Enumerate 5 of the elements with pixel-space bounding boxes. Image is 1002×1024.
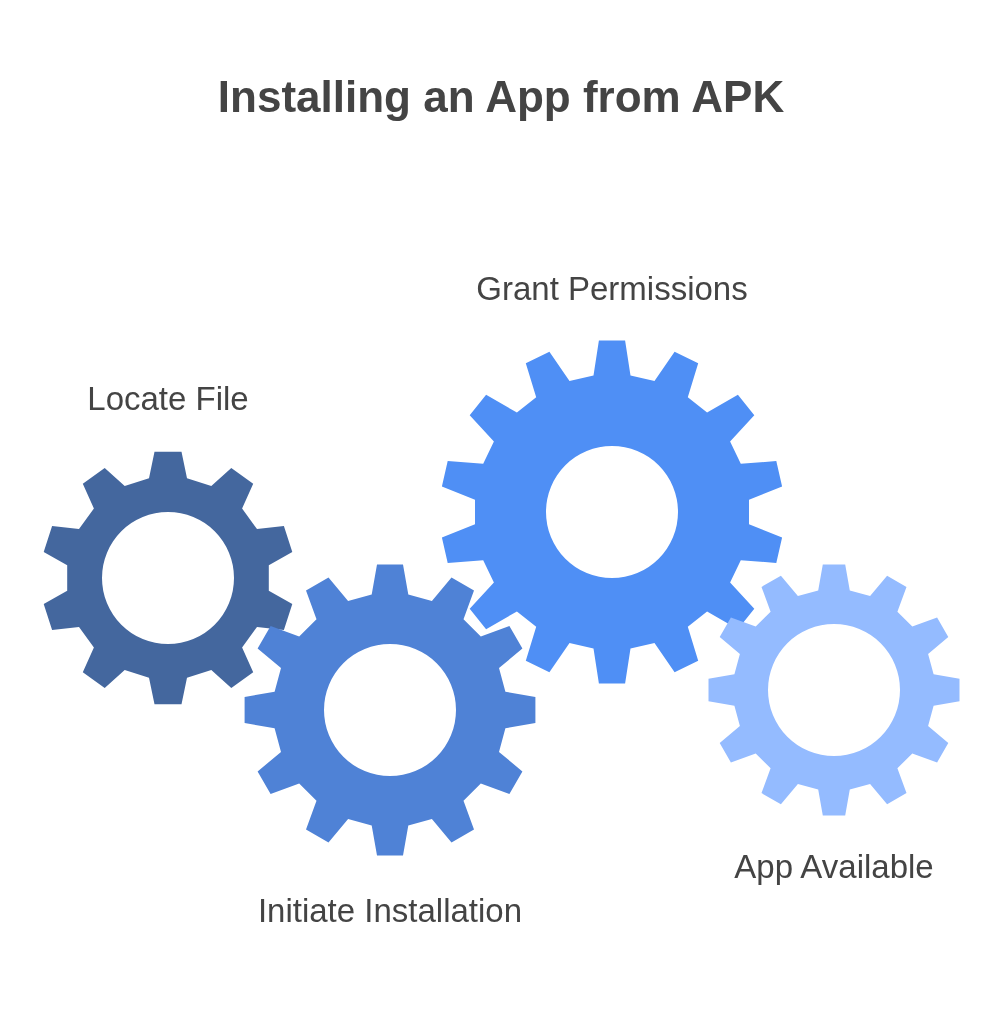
step-label: Initiate Installation: [257, 892, 523, 930]
step-label: Locate File: [87, 380, 249, 418]
step-label: App Available: [734, 848, 934, 886]
title: Installing an App from APK: [216, 72, 786, 122]
step-label: Grant Permissions: [476, 270, 748, 308]
